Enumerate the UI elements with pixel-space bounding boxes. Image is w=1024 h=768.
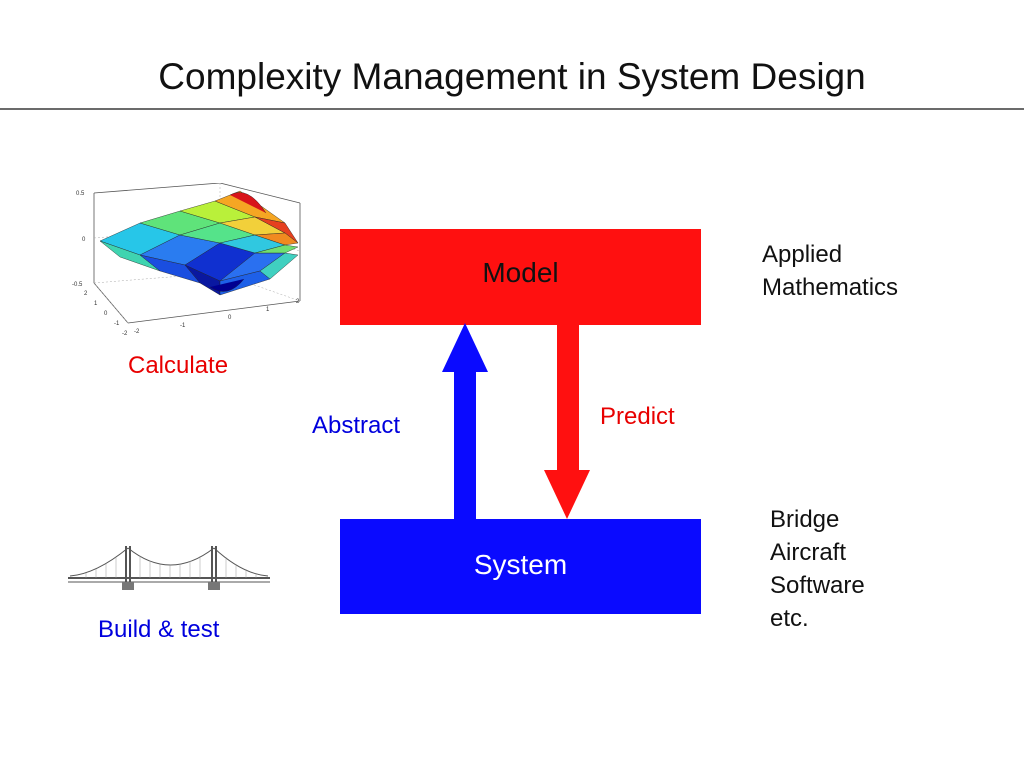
- y-tick-label: -2: [122, 331, 128, 337]
- y-tick-label: 1: [94, 301, 98, 307]
- system-box: System: [340, 519, 701, 614]
- text-line: Applied: [762, 241, 843, 268]
- list-item: Aircraft: [770, 539, 847, 566]
- list-item: Bridge: [770, 506, 840, 533]
- x-tick-label: -1: [180, 323, 186, 329]
- z-tick-label: -0.5: [72, 282, 83, 288]
- title-divider: [0, 108, 1024, 110]
- model-box: Model: [340, 229, 701, 325]
- x-tick-label: 0: [228, 315, 232, 321]
- y-tick-label: -1: [114, 321, 120, 327]
- y-tick-label: 2: [84, 291, 88, 297]
- examples-list: Bridge Aircraft Software etc.: [770, 503, 865, 635]
- x-tick-label: -2: [134, 329, 140, 335]
- calculate-label: Calculate: [128, 352, 229, 379]
- list-item: etc.: [770, 605, 809, 632]
- applied-mathematics-text: Applied Mathematics: [762, 238, 898, 304]
- list-item: Software: [770, 572, 865, 599]
- z-tick-label: 0.5: [76, 191, 85, 197]
- abstract-label: Abstract: [312, 412, 401, 439]
- surface-plot-image: 0.5 0 -0.5 2 1 0 -1 -2 -2 -1 0 1 2: [72, 183, 301, 337]
- system-label: System: [473, 549, 568, 580]
- y-tick-label: 0: [104, 311, 108, 317]
- x-tick-label: 2: [296, 299, 300, 305]
- text-line: Mathematics: [762, 274, 899, 301]
- predict-arrow: [544, 325, 590, 519]
- build-test-label: Build & test: [98, 616, 220, 643]
- z-tick-label: 0: [82, 237, 86, 243]
- abstract-arrow: [442, 323, 488, 519]
- bridge-image: [68, 546, 270, 590]
- predict-label: Predict: [600, 403, 675, 430]
- slide-title: Complexity Management in System Design: [158, 56, 866, 97]
- x-tick-label: 1: [266, 307, 270, 313]
- model-label: Model: [482, 257, 559, 288]
